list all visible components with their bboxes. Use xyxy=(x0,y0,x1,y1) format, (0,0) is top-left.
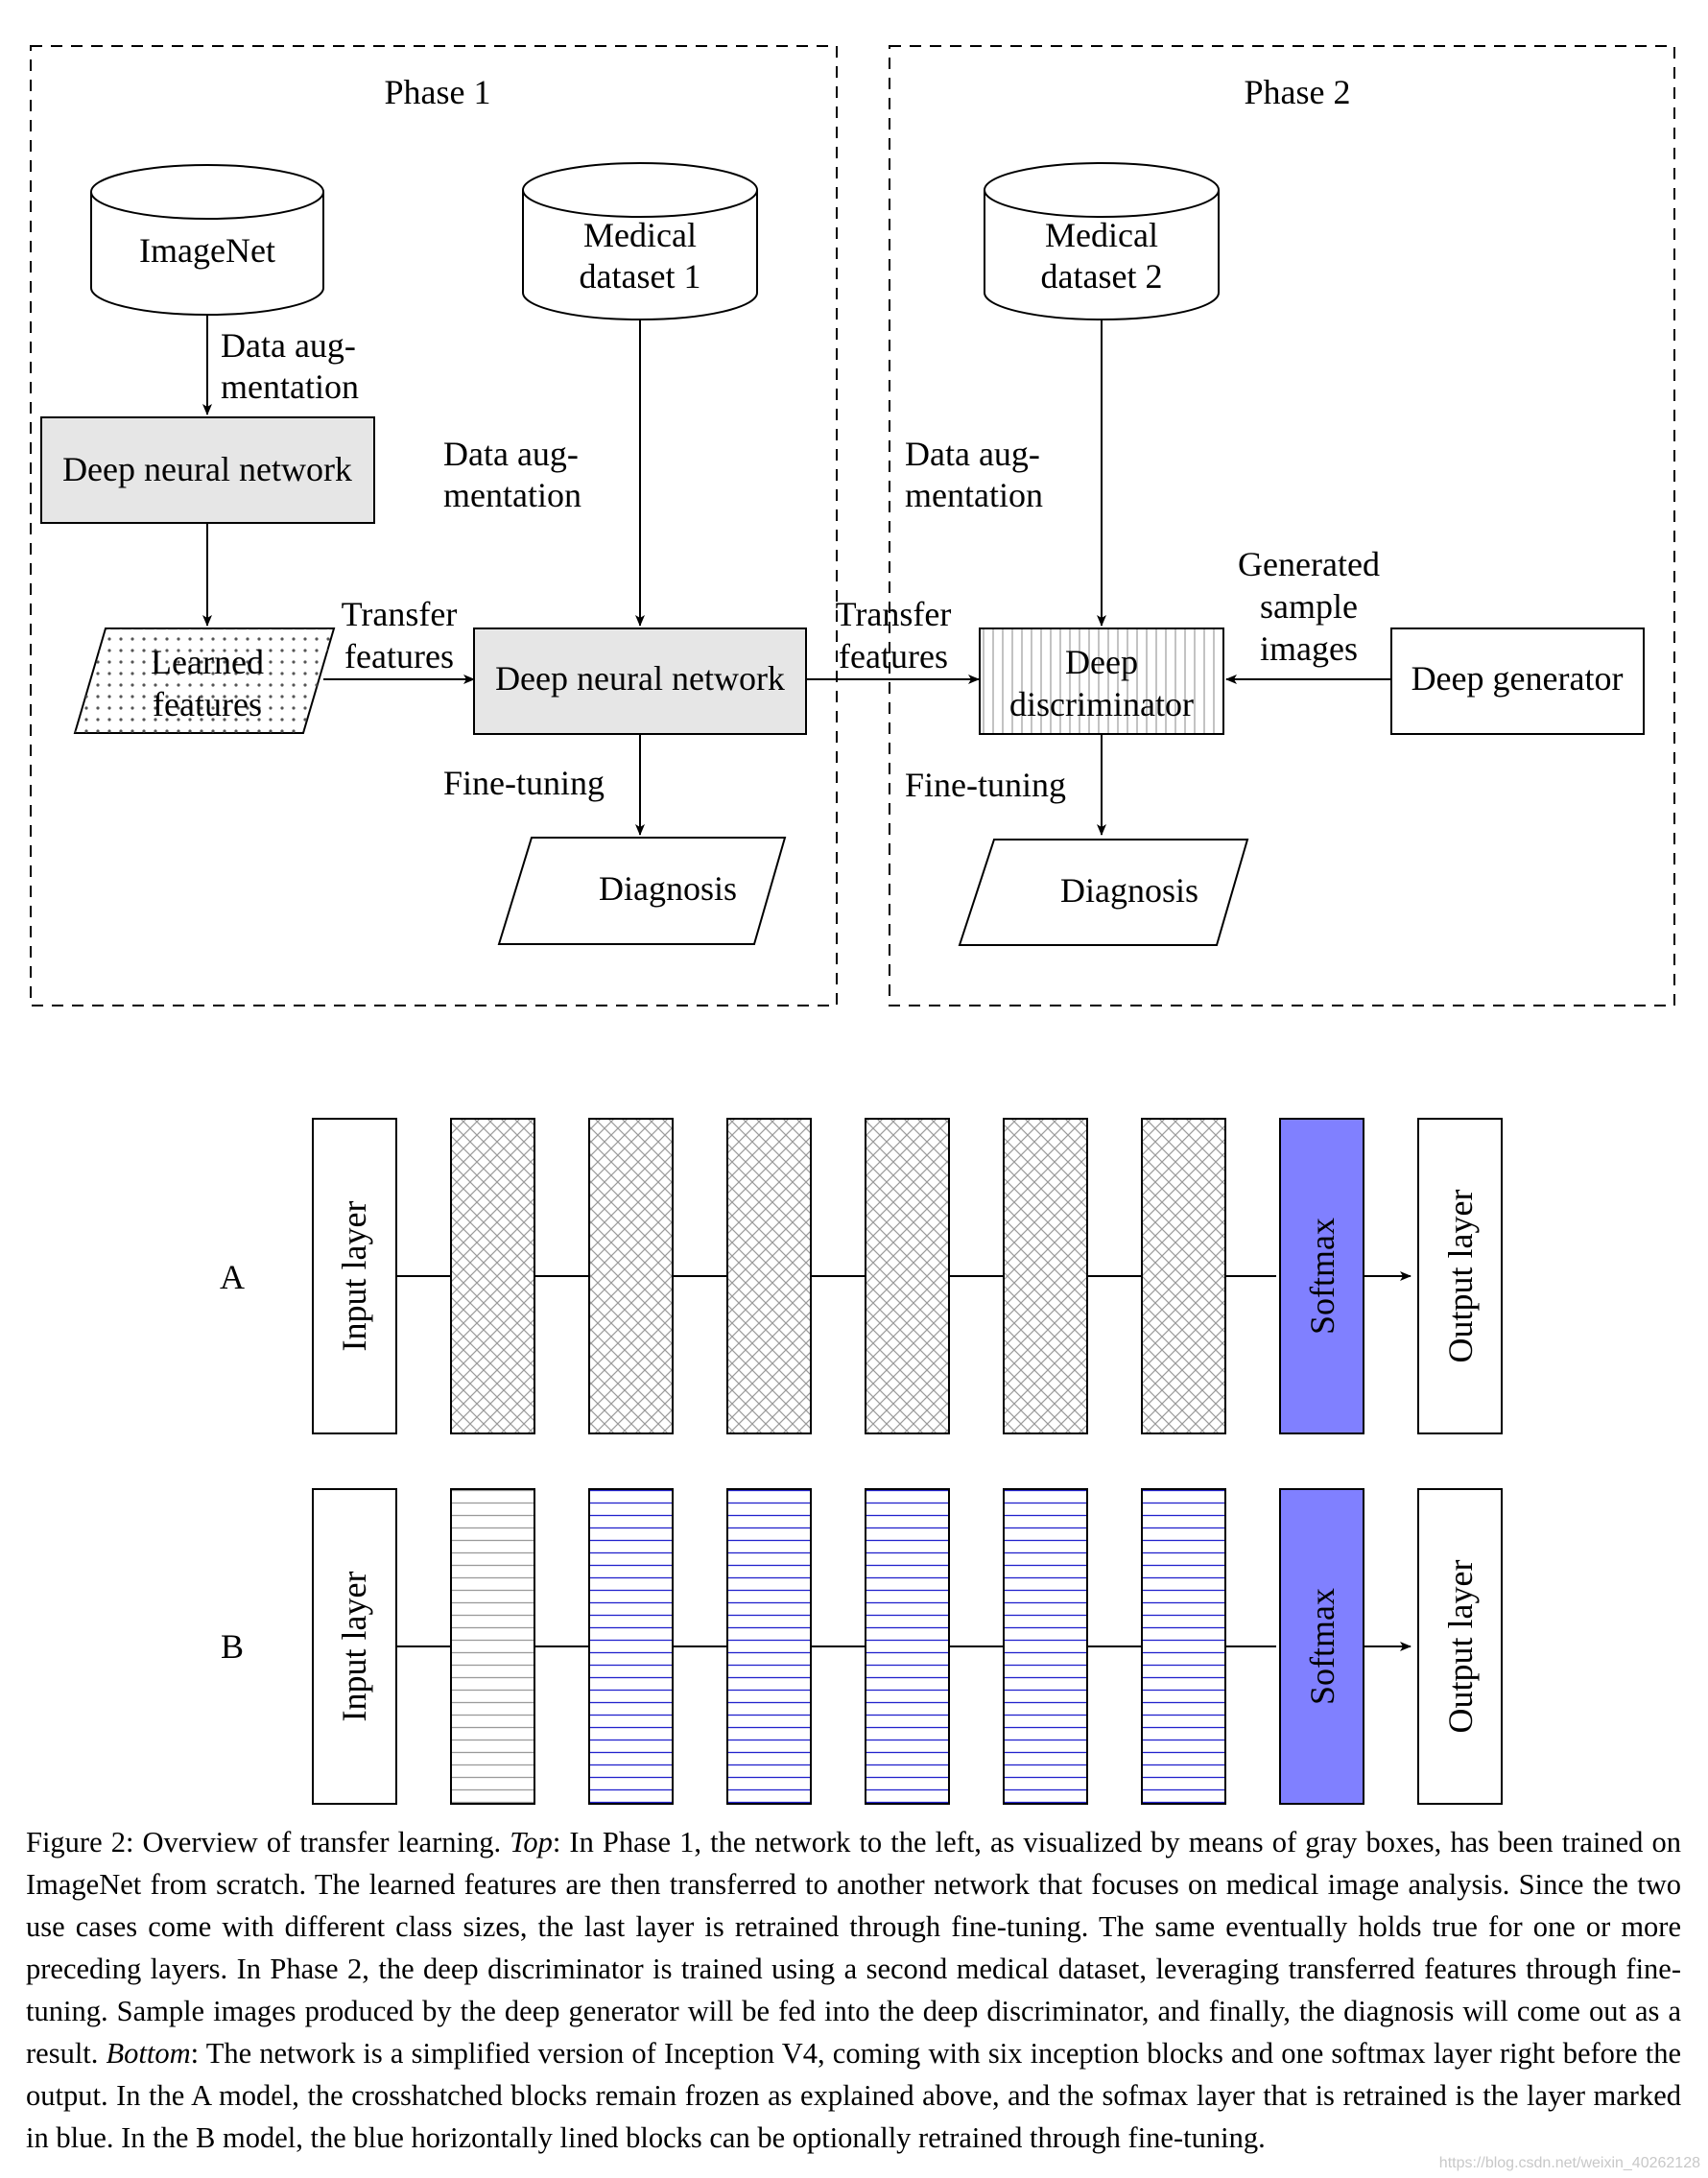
generator-label: Deep generator xyxy=(1411,659,1624,698)
dnn1-box xyxy=(40,416,375,524)
watermark: https://blog.csdn.net/weixin_40262128 xyxy=(1438,2155,1700,2171)
gen-label-line2: sample xyxy=(1260,587,1358,626)
phase2-frame xyxy=(889,45,1675,1006)
transfer2-label-line2: features xyxy=(839,637,948,675)
model-a-softmax-label: Softmax xyxy=(1303,1218,1341,1335)
gen-label-line1: Generated xyxy=(1238,545,1380,583)
diagnosis2-shape: Diagnosis xyxy=(958,839,1249,946)
imagenet-label: ImageNet xyxy=(139,231,275,270)
model-a-input-box xyxy=(312,1118,397,1434)
caption-bottom-label: Bottom xyxy=(106,2037,191,2070)
model-a-output-box xyxy=(1417,1118,1503,1434)
phase2-title: Phase 2 xyxy=(1245,73,1351,111)
model-a-block-6-hatch xyxy=(1141,1118,1226,1434)
transfer1-label-line2: features xyxy=(344,637,454,675)
phase1-title: Phase 1 xyxy=(385,73,491,111)
model-b-block-6 xyxy=(1141,1488,1226,1805)
med2-label-line1: Medical xyxy=(1045,216,1158,254)
imagenet-cylinder: ImageNet xyxy=(90,164,324,316)
phase1-frame xyxy=(30,45,838,1006)
caption-part1: : In Phase 1, the network to the left, a… xyxy=(26,1826,1681,2070)
model-b-block-3 xyxy=(726,1488,812,1805)
gen-label-line3: images xyxy=(1260,629,1358,668)
model-b-label: B xyxy=(221,1627,244,1666)
aug1-label-line1: Data aug- xyxy=(221,326,356,365)
model-a-block-4-hatch xyxy=(865,1118,950,1434)
med1-label-line2: dataset 1 xyxy=(580,257,701,296)
caption-part2: : The network is a simplified version of… xyxy=(26,2037,1681,2154)
med1-label-line1: Medical xyxy=(583,216,697,254)
caption-top-label: Top xyxy=(510,1826,553,1858)
diagnosis2-label: Diagnosis xyxy=(1060,871,1198,910)
medical-dataset1-cylinder: Medical dataset 1 xyxy=(522,162,758,320)
learned-label-line1: Learned xyxy=(151,643,264,681)
model-b-input-box xyxy=(312,1488,397,1805)
model-b-output-box xyxy=(1417,1488,1503,1805)
model-a: A Input layer Softmax Output layer xyxy=(220,1118,1503,1434)
aug3-label-line1: Data aug- xyxy=(905,435,1040,473)
disc-label-line2: discriminator xyxy=(1009,685,1194,723)
model-a-block-1-hatch xyxy=(450,1118,535,1434)
model-b-block-5 xyxy=(1003,1488,1088,1805)
model-b-block-4 xyxy=(865,1488,950,1805)
med2-label-line2: dataset 2 xyxy=(1041,257,1163,296)
model-a-block-3-hatch xyxy=(726,1118,812,1434)
diagnosis1-shape: Diagnosis xyxy=(497,837,787,945)
generator-box xyxy=(1390,627,1645,735)
model-a-block-2-hatch xyxy=(588,1118,674,1434)
aug2-label-line1: Data aug- xyxy=(443,435,579,473)
transfer2-label-line1: Transfer xyxy=(836,595,952,633)
finetune1-label: Fine-tuning xyxy=(443,764,605,802)
model-a-softmax-box xyxy=(1279,1118,1364,1434)
model-b-input-label: Input layer xyxy=(335,1572,373,1722)
aug2-label-line2: mentation xyxy=(443,476,581,514)
aug3-label-line2: mentation xyxy=(905,476,1043,514)
model-b-output-label: Output layer xyxy=(1441,1560,1480,1734)
model-b-softmax-box xyxy=(1279,1488,1364,1805)
dnn2-box xyxy=(473,627,807,735)
dnn1-label: Deep neural network xyxy=(62,450,352,488)
model-a-input-label: Input layer xyxy=(335,1201,373,1352)
model-a-block-5-hatch xyxy=(1003,1118,1088,1434)
learned-label-line2: features xyxy=(153,685,262,723)
learned-features-shape: Learned features xyxy=(73,627,336,734)
aug1-label-line2: mentation xyxy=(221,367,359,406)
model-b-block-2 xyxy=(588,1488,674,1805)
transfer1-label-line1: Transfer xyxy=(342,595,458,633)
figure-caption: Figure 2: Overview of transfer learning.… xyxy=(26,1821,1681,2159)
model-b-block-1 xyxy=(450,1488,535,1805)
caption-prefix: Figure 2: Overview of transfer learning. xyxy=(26,1826,510,1858)
model-b-softmax-label: Softmax xyxy=(1303,1588,1341,1705)
dnn2-label: Deep neural network xyxy=(495,659,785,698)
disc-label-line1: Deep xyxy=(1065,643,1138,681)
diagnosis1-label: Diagnosis xyxy=(599,869,737,908)
model-b: B Input layer Softmax Output layer xyxy=(221,1488,1503,1805)
medical-dataset2-cylinder: Medical dataset 2 xyxy=(984,162,1220,320)
model-a-label: A xyxy=(220,1258,245,1296)
finetune2-label: Fine-tuning xyxy=(905,766,1066,804)
model-a-output-label: Output layer xyxy=(1441,1190,1480,1363)
discriminator-box: Deep discriminator xyxy=(979,627,1224,735)
